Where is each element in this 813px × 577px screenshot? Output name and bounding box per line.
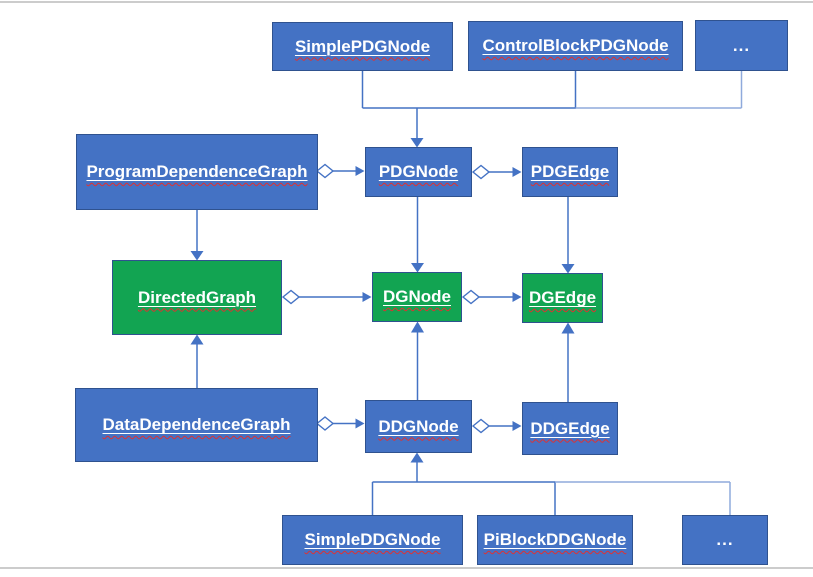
node-label-underline: DDGEdge [530,419,609,439]
node-label: DirectedGraph [137,287,257,307]
node-label-underline: ... [733,36,750,56]
node-directed-graph[interactable]: DirectedGraph [112,260,282,335]
node-label: ProgramDependenceGraph [86,162,308,182]
connector-pdgnode-to-dgnode [411,195,424,273]
slide-edge-top [0,1,813,3]
node-label: PiBlockDDGNode [483,530,627,550]
node-label: ... [732,35,751,55]
node-label-underline: DataDependenceGraph [103,415,291,435]
node-label-underline: SimpleDDGNode [304,530,440,550]
node-label-underline: PDGEdge [531,162,609,182]
node-data-dependence-graph[interactable]: DataDependenceGraph [75,388,318,462]
node-program-dependence-graph[interactable]: ProgramDependenceGraph [76,134,318,210]
node-label: SimplePDGNode [294,36,431,56]
connector-directedgraph-aggregates-dgnode [281,289,372,305]
node-label-underline: SimplePDGNode [295,37,430,57]
node-label-underline: DGNode [383,287,451,307]
node-ddg-ellipsis[interactable]: ... [682,515,768,565]
node-label: PDGEdge [530,162,610,182]
node-dg-node[interactable]: DGNode [372,272,462,322]
node-label: SimpleDDGNode [304,530,441,550]
connector-pdgedge-to-dgedge [561,195,575,274]
node-label: DDGNode [378,416,459,436]
node-simple-pdg-node[interactable]: SimplePDGNode [272,22,453,71]
node-control-block-pdg-node[interactable]: ControlBlockPDGNode [468,21,683,71]
connector-ddgedge-to-dgedge [561,322,575,404]
node-pdg-ellipsis[interactable]: ... [695,20,788,71]
node-label: DDGEdge [530,418,610,438]
connector-ddgnode-aggregates-ddgedge [471,418,522,434]
node-ddg-node[interactable]: DDGNode [365,400,472,453]
node-label-underline: ControlBlockPDGNode [482,36,668,56]
connector-ddgnode-to-dgnode [411,321,424,402]
node-label-underline: PiBlockDDGNode [484,530,627,550]
node-label: ControlBlockPDGNode [482,36,669,56]
connector-pdg-to-directedgraph [190,208,204,261]
node-pi-block-ddg-node[interactable]: PiBlockDDGNode [477,515,633,565]
node-label-underline: PDGNode [379,162,458,182]
node-label-underline: ... [716,530,733,550]
connector-pdg-aggregates-pdgnode [315,163,365,179]
node-label-underline: ProgramDependenceGraph [86,162,307,182]
connector-ddg-to-directedgraph [190,334,204,390]
connector-ddg-aggregates-ddgnode [315,416,365,431]
connector-dgnode-aggregates-dgedge [461,289,522,305]
node-label: DGNode [383,287,451,307]
node-dg-edge[interactable]: DGEdge [522,273,603,323]
node-label: PDGNode [378,162,459,182]
node-label: DataDependenceGraph [102,415,291,435]
node-pdg-edge[interactable]: PDGEdge [522,147,618,197]
node-pdg-node[interactable]: PDGNode [365,147,472,197]
node-label: DGEdge [528,288,597,308]
connector-pdgnode-aggregates-pdgedge [471,164,522,180]
node-ddg-edge[interactable]: DDGEdge [522,402,618,455]
connector-ddgnode-subclasses [371,452,731,518]
node-label-underline: DDGNode [378,417,458,437]
connector-pdgnode-subclasses [361,68,743,148]
node-label: ... [716,530,734,550]
node-simple-ddg-node[interactable]: SimpleDDGNode [282,515,463,565]
node-label-underline: DGEdge [529,288,596,308]
node-label-underline: DirectedGraph [138,288,256,308]
slide-edge-bottom [0,567,813,569]
